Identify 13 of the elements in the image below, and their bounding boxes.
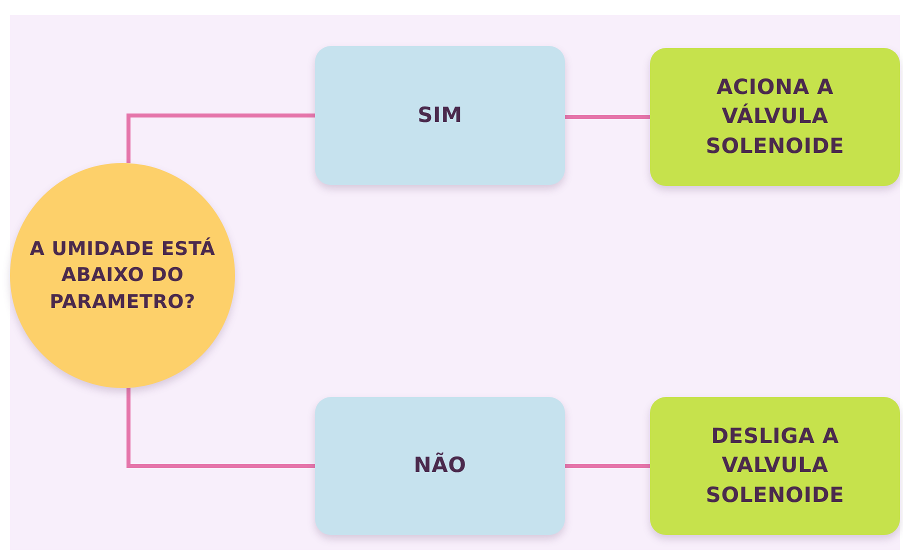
answer-box: [315, 46, 565, 185]
node-label: ACIONA A VÁLVULA SOLENOIDE: [704, 74, 846, 160]
node-label: A UMIDADE ESTÁ ABAIXO DO PARAMETRO?: [28, 236, 216, 315]
node-label: SIM: [418, 102, 462, 129]
connector-line: [126, 114, 315, 164]
node-label: DESLIGA A VALVULA SOLENOIDE: [704, 422, 846, 509]
action-box: [650, 397, 900, 535]
connector-line: [126, 388, 315, 468]
connector-line: [565, 115, 650, 119]
node-label: NÃO: [414, 452, 466, 480]
answer-box: [315, 397, 565, 535]
connector-line: [565, 464, 650, 468]
action-box: [650, 48, 900, 186]
